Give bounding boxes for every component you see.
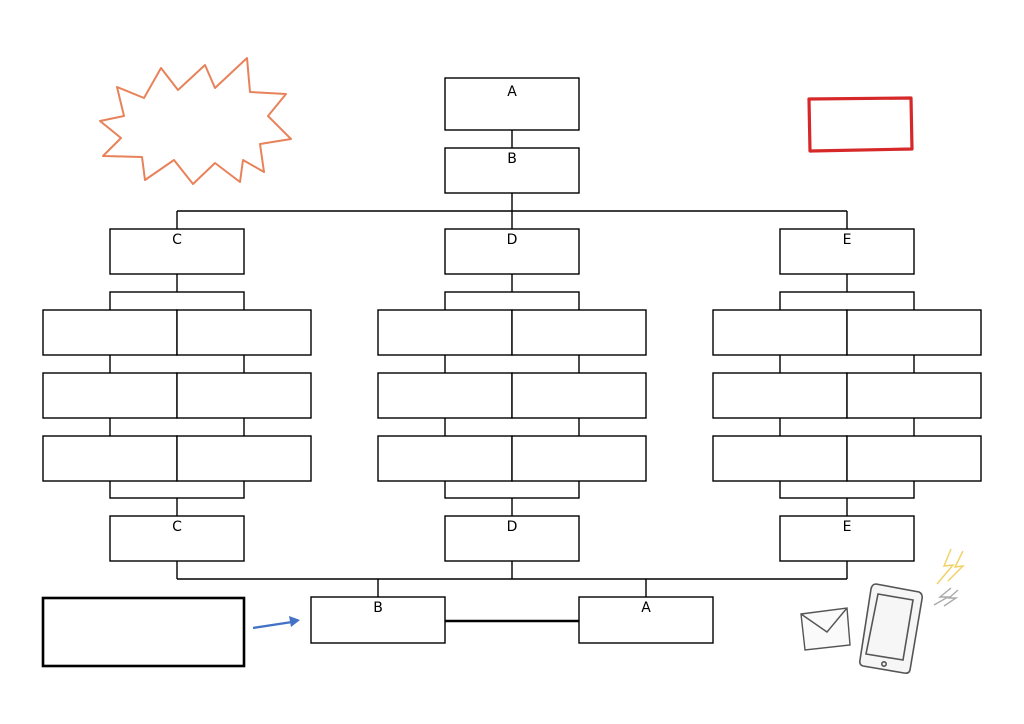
grid-cell-d-2-left [377, 372, 513, 419]
grid-cell-c-2-left [42, 372, 178, 419]
grid-cell-c-1-right [176, 309, 312, 356]
label-e-top: E [843, 232, 852, 248]
label-c-bottom: C [172, 519, 182, 535]
grid-cell-d-1-left [377, 309, 513, 356]
note-box [41, 596, 246, 668]
lightning-bolts-icon [933, 548, 965, 607]
label-d-bottom: D [507, 519, 518, 535]
label-top-b: B [507, 151, 517, 167]
red-frame-icon [807, 96, 914, 153]
grid-cell-e-2-left [712, 372, 848, 419]
grid-cell-c-1-left [42, 309, 178, 356]
grid-cell-c-3-right [176, 435, 312, 482]
grid-cell-e-1-left [712, 309, 848, 356]
label-d-top: D [507, 232, 518, 248]
grid-cell-e-3-right [846, 435, 982, 482]
column-e [712, 228, 982, 562]
label-c-top: C [172, 232, 182, 248]
grid-cell-c-2-right [176, 372, 312, 419]
column-d [377, 228, 647, 562]
grid-cell-d-1-right [511, 309, 647, 356]
grid-cell-d-3-right [511, 435, 647, 482]
column-c [42, 228, 312, 562]
label-e-bottom: E [843, 519, 852, 535]
speech-burst-icon [99, 57, 292, 185]
grid-cell-e-3-left [712, 435, 848, 482]
label-bottom-a: A [641, 600, 651, 616]
grid-cell-c-3-left [42, 435, 178, 482]
grid-cell-d-3-left [377, 435, 513, 482]
label-bottom-b: B [373, 600, 383, 616]
grid-cell-d-2-right [511, 372, 647, 419]
envelope-icon [800, 607, 851, 651]
grid-cell-e-1-right [846, 309, 982, 356]
arrow-icon [252, 616, 300, 630]
smartphone-icon [859, 583, 923, 674]
grid-cell-e-2-right [846, 372, 982, 419]
label-top-a: A [507, 84, 517, 100]
